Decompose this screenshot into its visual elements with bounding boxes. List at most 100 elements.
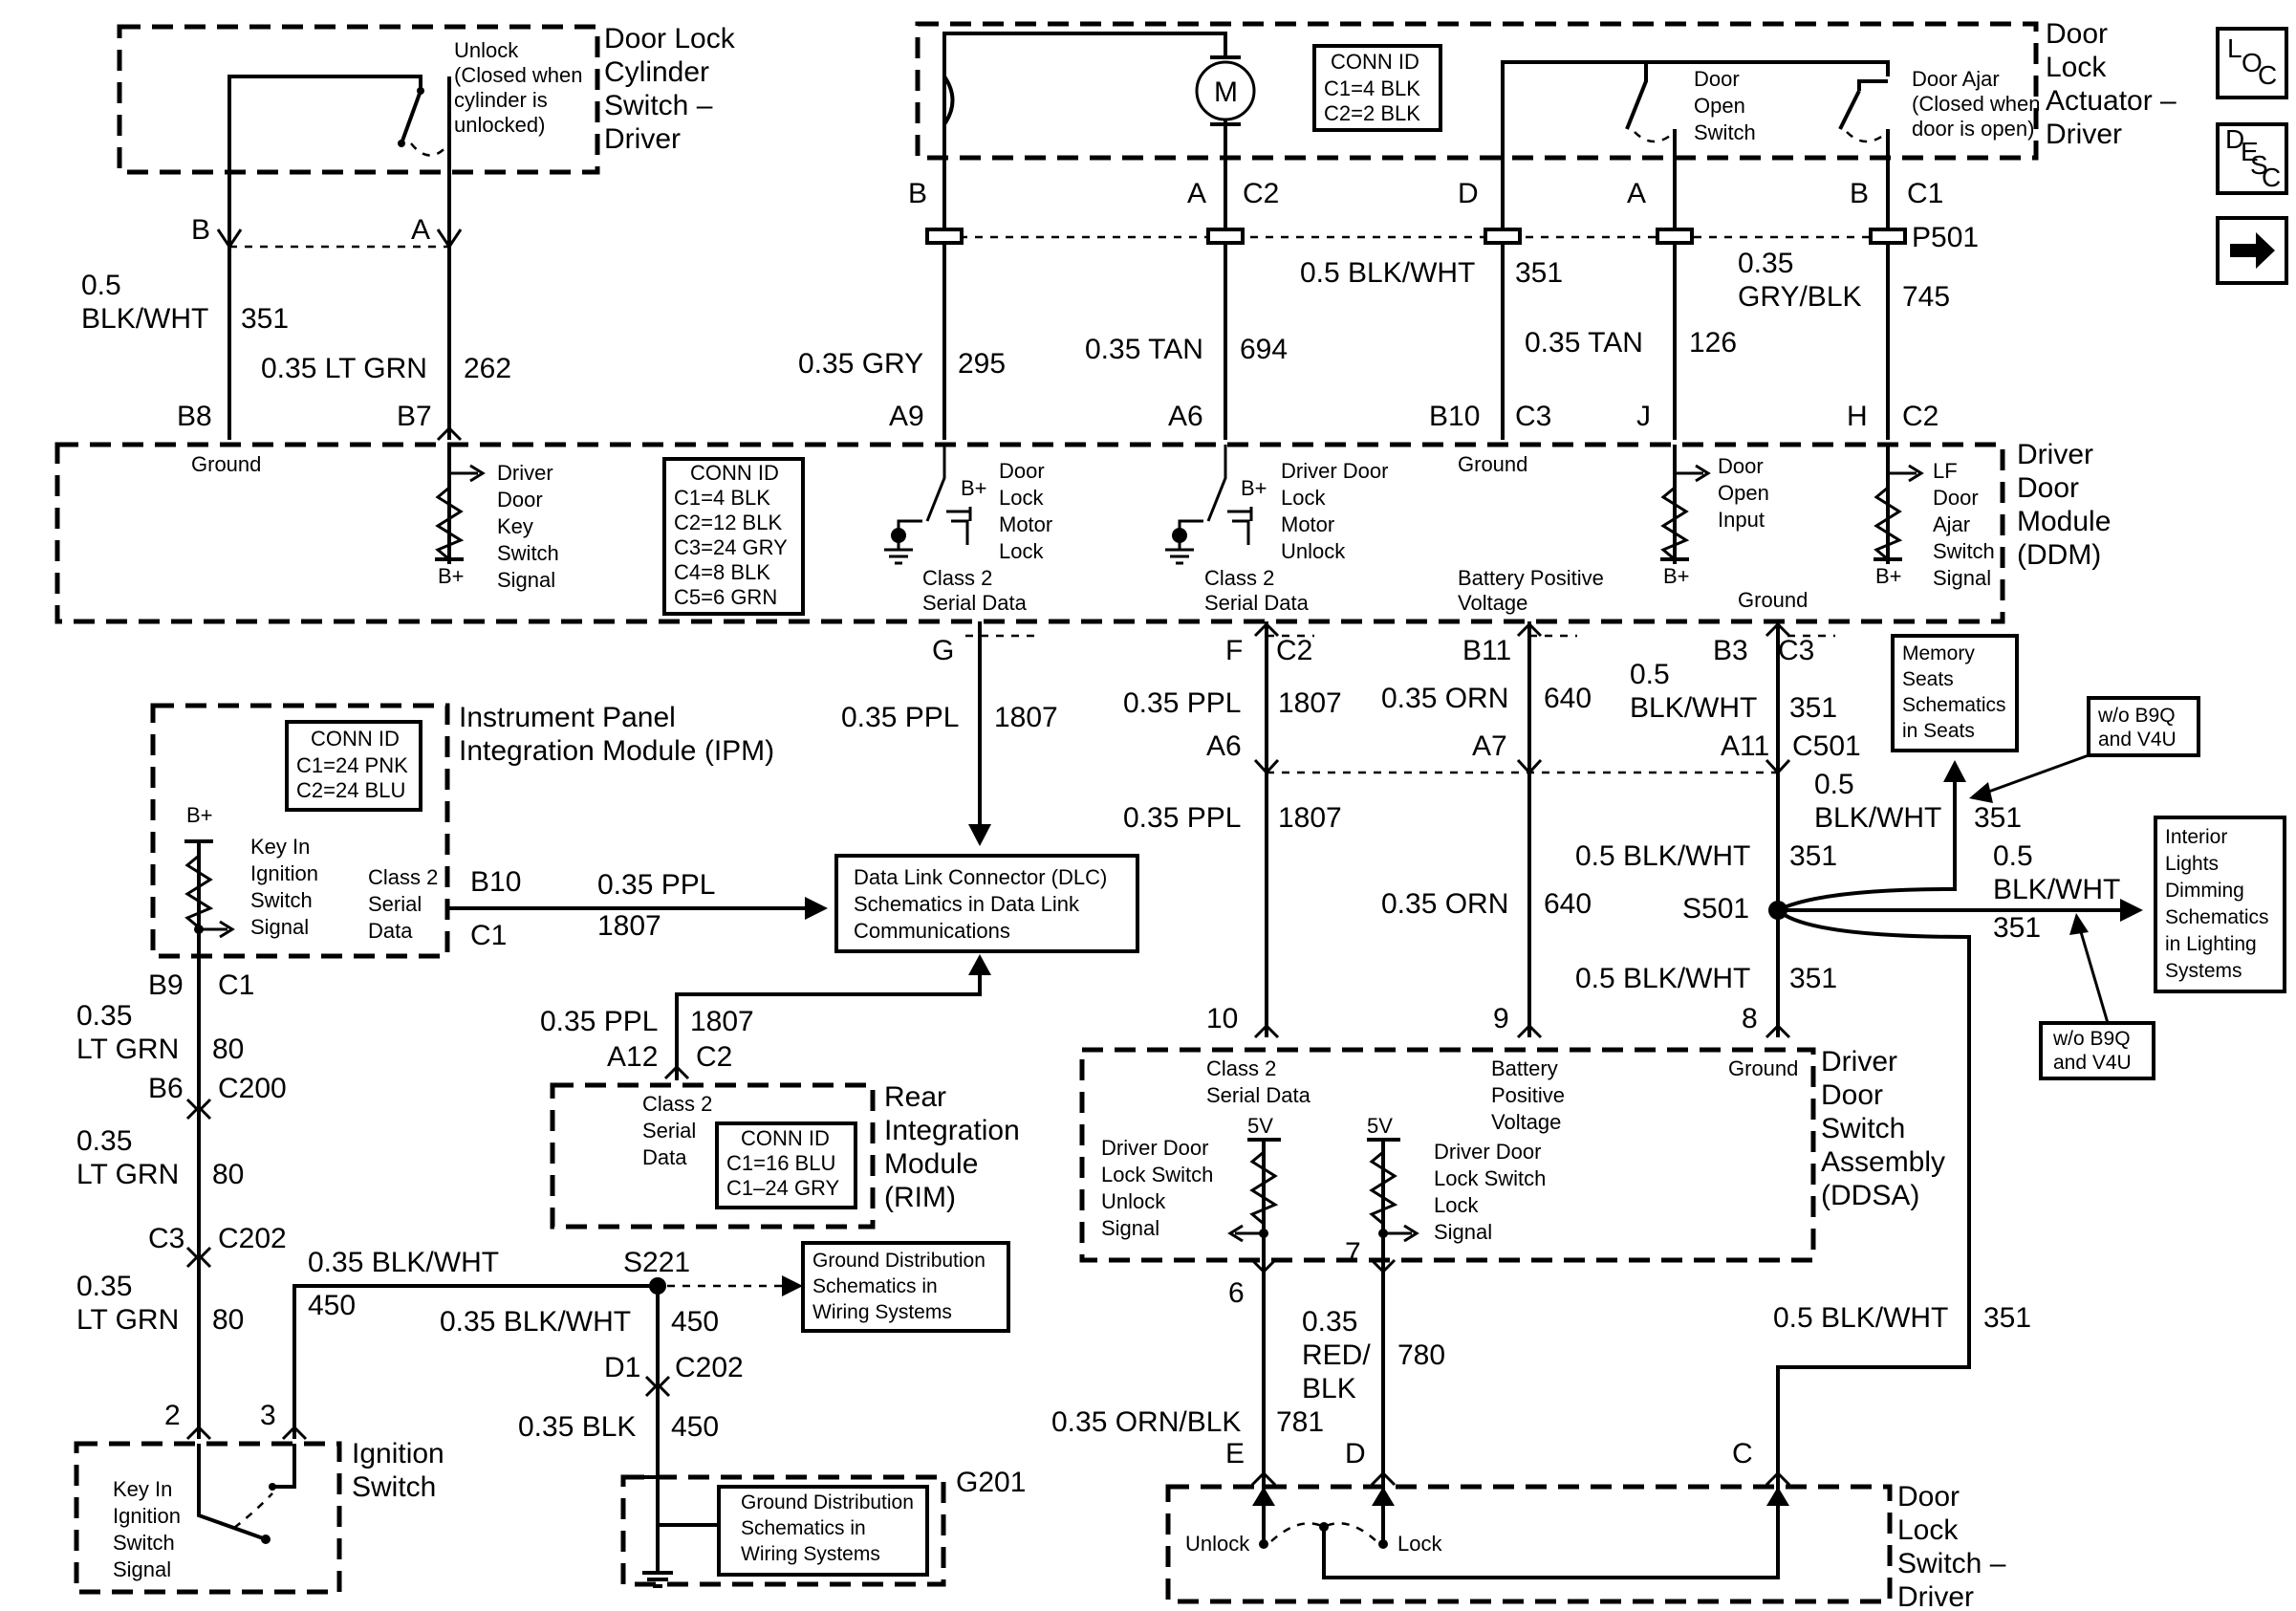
rim-conn-3: C1–24 GRY (726, 1176, 840, 1200)
ddm-ajar-1: LF (1933, 459, 1958, 483)
act-title-1: Door (2046, 18, 2108, 50)
door-lock-switch: Door Lock Switch – Driver Unlock Lock (1165, 1481, 2006, 1611)
ddm-ajar-5: Signal (1933, 566, 1991, 590)
ddm-key-1: Driver (497, 461, 553, 485)
ddsa-unlock-2: Lock Switch (1101, 1163, 1213, 1186)
w351f-2: BLK/WHT (1993, 874, 2120, 905)
w80a-3: 80 (212, 1034, 244, 1065)
pin-act-a2: A (1627, 178, 1646, 209)
interior-2: Lights (2165, 853, 2219, 875)
w450a-2: 450 (308, 1290, 356, 1321)
g201-ground: G201 Ground Distribution Schematics in W… (620, 1467, 1026, 1588)
w745-2: GRY/BLK (1738, 281, 1862, 313)
act-title-3: Actuator – (2046, 85, 2177, 117)
ipm-title-1: Instrument Panel (459, 702, 676, 733)
ipm-key-4: Signal (250, 915, 309, 939)
pin-c501: C501 (1792, 730, 1861, 762)
cyl-title-3: Switch – (604, 90, 713, 121)
ddm-mu-1: Driver Door (1281, 459, 1388, 483)
wo2-1: w/o B9Q (2052, 1028, 2131, 1050)
ddm-do-2: Open (1718, 481, 1769, 505)
ddsa-title-5: (DDSA) (1821, 1180, 1919, 1211)
ddm-ground-1: Ground (191, 452, 261, 476)
dls-title-1: Door (1897, 1481, 1960, 1513)
w1807b-2: 1807 (1278, 687, 1342, 719)
pin-b7: B7 (397, 401, 432, 432)
pin-ipm-b10: B10 (470, 866, 521, 898)
ddsa-unlock-1: Driver Door (1101, 1136, 1208, 1160)
w262-1: 0.35 LT GRN (261, 353, 427, 384)
ddm-conn-6: C5=6 GRN (674, 585, 777, 609)
ddm-ground-3: Ground (1738, 588, 1808, 612)
rim-title-2: Integration (884, 1115, 1020, 1146)
ddsa-ground: Ground (1728, 1056, 1798, 1080)
dlc-1: Data Link Connector (DLC) (854, 865, 1107, 889)
memory-seats-box[interactable] (1891, 634, 2019, 752)
interior-lights-box[interactable] (2154, 816, 2286, 993)
pin-6: 6 (1228, 1277, 1245, 1309)
left-wires: B9 C1 0.35 LT GRN 80 B6 C200 0.35 LT GRN… (76, 969, 803, 1477)
memory-4: in Seats (1902, 720, 1975, 742)
ddsa-5v-1: 5V (1247, 1114, 1273, 1138)
pin-s501: S501 (1682, 893, 1749, 925)
ipm-conn-2: C1=24 PNK (296, 753, 408, 777)
ajar-sw-2: (Closed when (1912, 92, 2041, 116)
w80a-2: LT GRN (76, 1034, 179, 1065)
ground-ref-box[interactable] (801, 1241, 1010, 1333)
w745-1: 0.35 (1738, 248, 1793, 279)
ddm-mu-4: Unlock (1281, 539, 1346, 563)
loc-l: L (2227, 33, 2242, 63)
w694-2: 694 (1240, 334, 1288, 365)
rim-module: Rear Integration Module (RIM) Class 2 Se… (550, 1081, 1020, 1230)
g201-text-1: Ground Distribution (741, 1491, 914, 1513)
pin-act-b: B (908, 178, 927, 209)
w694-1: 0.35 TAN (1085, 334, 1203, 365)
pin-c202: C202 (218, 1223, 287, 1254)
ipm-c2-1: Class 2 (368, 865, 438, 889)
w295-1: 0.35 GRY (798, 348, 923, 380)
ddsa-lock-3: Lock (1434, 1193, 1479, 1217)
motor-label: M (1214, 76, 1238, 108)
ground-distribution-reference: Ground Distribution Schematics in Wiring… (801, 1241, 1010, 1333)
dls-lock: Lock (1397, 1532, 1442, 1556)
rim-conn-2: C1=16 BLU (726, 1151, 835, 1175)
desc-button[interactable] (2216, 122, 2288, 195)
ign-text-3: Switch (113, 1531, 175, 1555)
w295-2: 295 (958, 348, 1006, 380)
dlc-box[interactable] (834, 854, 1139, 953)
pin-act-a: A (1187, 178, 1206, 209)
desc-c: C (2262, 163, 2281, 192)
ddm-bplus-1: B+ (438, 564, 465, 588)
w126-2: 126 (1689, 327, 1737, 359)
ign-text-2: Ignition (113, 1504, 181, 1528)
pin-f-c2: C2 (1276, 635, 1312, 666)
loc-button[interactable] (2216, 27, 2288, 99)
w80b-1: 0.35 (76, 1125, 132, 1157)
ddm-do-1: Door (1718, 454, 1764, 478)
w780-3: BLK (1302, 1373, 1356, 1404)
pin-b3-c3: C3 (1778, 635, 1814, 666)
pin-a6b: A6 (1206, 730, 1242, 762)
pin-ign-3: 3 (260, 1400, 276, 1431)
rim-c2-2: Serial (642, 1119, 696, 1143)
w450b-1: 0.35 BLK/WHT (440, 1306, 631, 1338)
ddm-bplus-2: B+ (961, 476, 987, 500)
ajar-sw-1: Door Ajar (1912, 67, 2000, 91)
ddsa-title-2: Door (1821, 1079, 1883, 1111)
w351e-2: 351 (1789, 840, 1837, 872)
pin-act-d: D (1458, 178, 1479, 209)
rim-title-1: Rear (884, 1081, 946, 1113)
ddm-ground-2: Ground (1458, 452, 1527, 476)
loc-c: C (2258, 60, 2277, 90)
ddm-ml-3: Motor (999, 512, 1052, 536)
middle-wires: G F C2 B11 B3 C3 0.35 PPL 1807 0.35 PPL … (841, 621, 2143, 1487)
pin-j: J (1636, 401, 1651, 432)
w781-1: 0.35 ORN/BLK (1051, 1406, 1241, 1438)
ddsa-batt-3: Voltage (1491, 1110, 1561, 1134)
dlc-reference: Data Link Connector (DLC) Schematics in … (540, 854, 1139, 1080)
w351f-3: 351 (1993, 912, 2041, 944)
ipm-key-1: Key In (250, 835, 310, 859)
act-conn-3: C2=2 BLK (1324, 101, 1420, 125)
pin-10: 10 (1206, 1003, 1238, 1034)
ddm-key-3: Key (497, 514, 533, 538)
